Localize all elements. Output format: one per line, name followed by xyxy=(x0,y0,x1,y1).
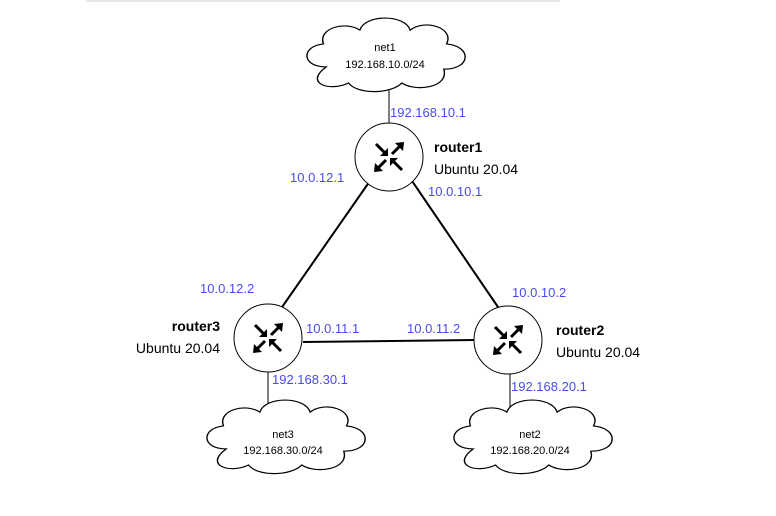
router2-os: Ubuntu 20.04 xyxy=(556,344,640,360)
router2-node xyxy=(473,305,543,375)
ip-router3-router2: 10.0.11.1 xyxy=(306,321,359,336)
net2-cloud: net2 192.168.20.0/24 xyxy=(453,399,613,475)
router1-os: Ubuntu 20.04 xyxy=(434,161,518,177)
net2-name: net2 xyxy=(519,429,540,441)
router3-os: Ubuntu 20.04 xyxy=(136,340,220,356)
net1-subnet: 192.168.10.0/24 xyxy=(345,59,425,71)
ip-router3-router1: 10.0.12.2 xyxy=(200,281,254,296)
ip-router1-router3: 10.0.12.1 xyxy=(290,170,344,185)
ip-router2-net2: 192.168.20.1 xyxy=(511,379,587,394)
ip-router1-net1: 192.168.10.1 xyxy=(390,105,466,120)
net3-subnet: 192.168.30.0/24 xyxy=(243,445,323,457)
top-divider xyxy=(86,0,560,2)
net2-subnet: 192.168.20.0/24 xyxy=(490,445,570,457)
net1-name: net1 xyxy=(374,42,395,54)
link-router3-router2 xyxy=(302,339,476,343)
ip-router3-net3: 192.168.30.1 xyxy=(272,372,348,387)
net1-cloud: net1 192.168.10.0/24 xyxy=(306,17,466,93)
net3-name: net3 xyxy=(272,429,293,441)
ip-router2-router1: 10.0.10.2 xyxy=(512,285,566,300)
net3-cloud: net3 192.168.30.0/24 xyxy=(206,399,366,475)
ip-router2-router3: 10.0.11.2 xyxy=(407,321,460,336)
ip-router1-router2: 10.0.10.1 xyxy=(428,184,482,199)
cloud-icon xyxy=(306,17,466,93)
link-router1-router3 xyxy=(279,177,373,311)
router2-name: router2 xyxy=(556,322,604,338)
router1-name: router1 xyxy=(434,139,482,155)
router1-node xyxy=(354,122,424,192)
router3-node xyxy=(233,303,303,373)
router3-name: router3 xyxy=(172,318,220,334)
link-router1-router2 xyxy=(409,177,501,311)
